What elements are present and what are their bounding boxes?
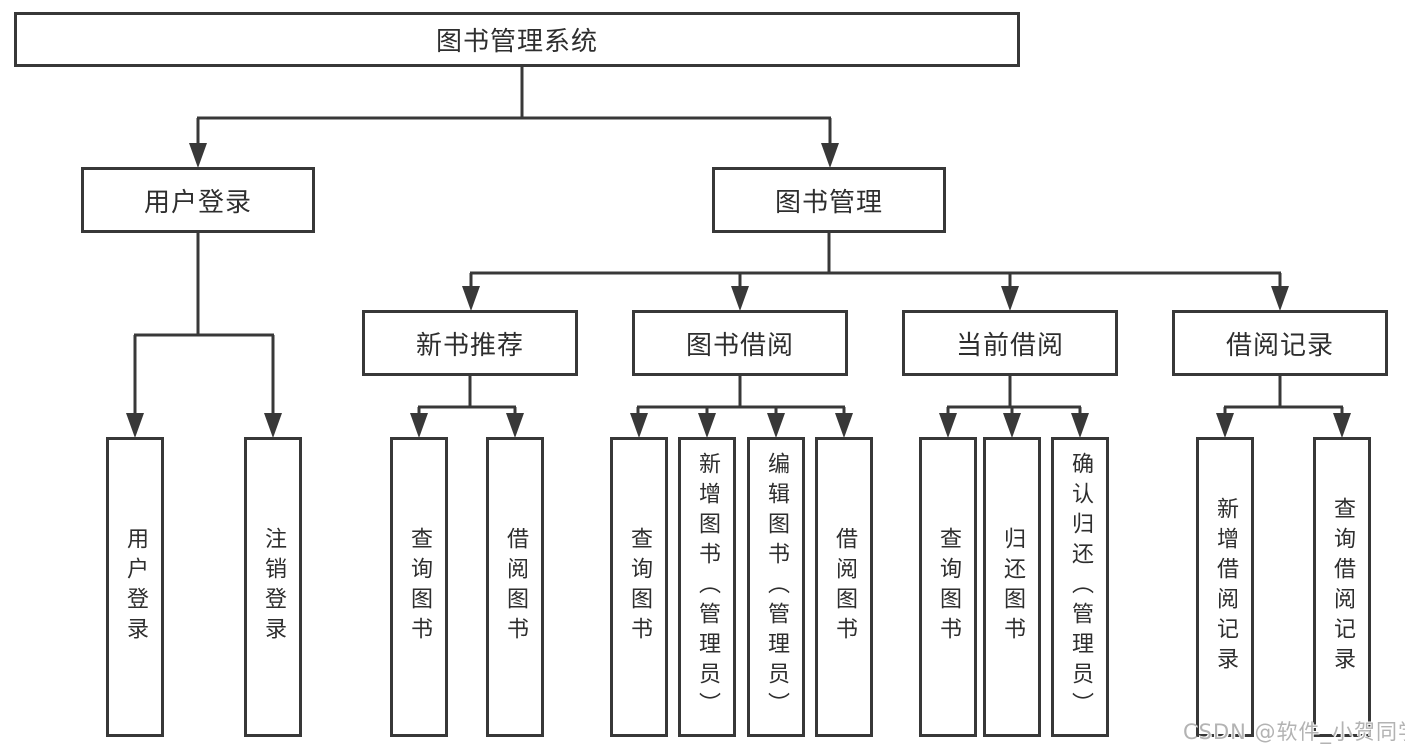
node-borrow-records: 借阅记录 xyxy=(1172,310,1388,376)
node-query-books-current: 查询图书 xyxy=(919,437,977,737)
node-borrow-books-borrowing: 借阅图书 xyxy=(815,437,873,737)
node-query-books-recommend: 查询图书 xyxy=(390,437,448,737)
node-query-books-borrowing: 查询图书 xyxy=(610,437,668,737)
node-edit-books-admin: 编辑图书（管理员） xyxy=(747,437,805,737)
watermark: CSDN @软件_小贺同学 xyxy=(1183,720,1405,744)
node-book-borrowing: 图书借阅 xyxy=(632,310,848,376)
node-borrow-books-recommend: 借阅图书 xyxy=(486,437,544,737)
node-logout-action: 注销登录 xyxy=(244,437,302,737)
node-login-action: 用户登录 xyxy=(106,437,164,737)
node-new-book-recommend: 新书推荐 xyxy=(362,310,578,376)
node-current-borrowing: 当前借阅 xyxy=(902,310,1118,376)
node-return-books: 归还图书 xyxy=(983,437,1041,737)
node-query-borrow-record: 查询借阅记录 xyxy=(1313,437,1371,737)
node-book-management: 图书管理 xyxy=(712,167,946,233)
node-add-books-admin: 新增图书（管理员） xyxy=(678,437,736,737)
node-confirm-return-admin: 确认归还（管理员） xyxy=(1051,437,1109,737)
node-root: 图书管理系统 xyxy=(14,12,1020,67)
node-user-login: 用户登录 xyxy=(81,167,315,233)
node-add-borrow-record: 新增借阅记录 xyxy=(1196,437,1254,737)
